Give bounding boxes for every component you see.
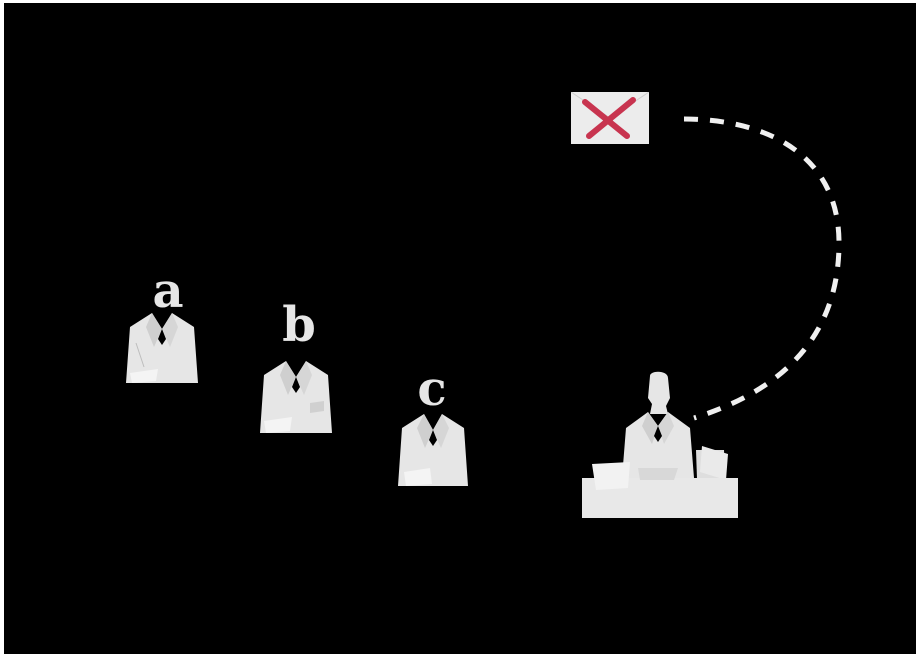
person-a-icon: [124, 307, 200, 385]
letter-b: b: [279, 301, 319, 349]
image-frame: a b c: [4, 3, 916, 654]
person-b-icon: [258, 355, 334, 435]
envelope-crossed-icon: [571, 92, 649, 144]
person-c-icon: [396, 408, 470, 488]
letter-c: c: [412, 365, 452, 413]
paper-cutout-scene: a b c: [4, 3, 916, 654]
paper-clerk-at-desk-icon: [578, 368, 738, 518]
